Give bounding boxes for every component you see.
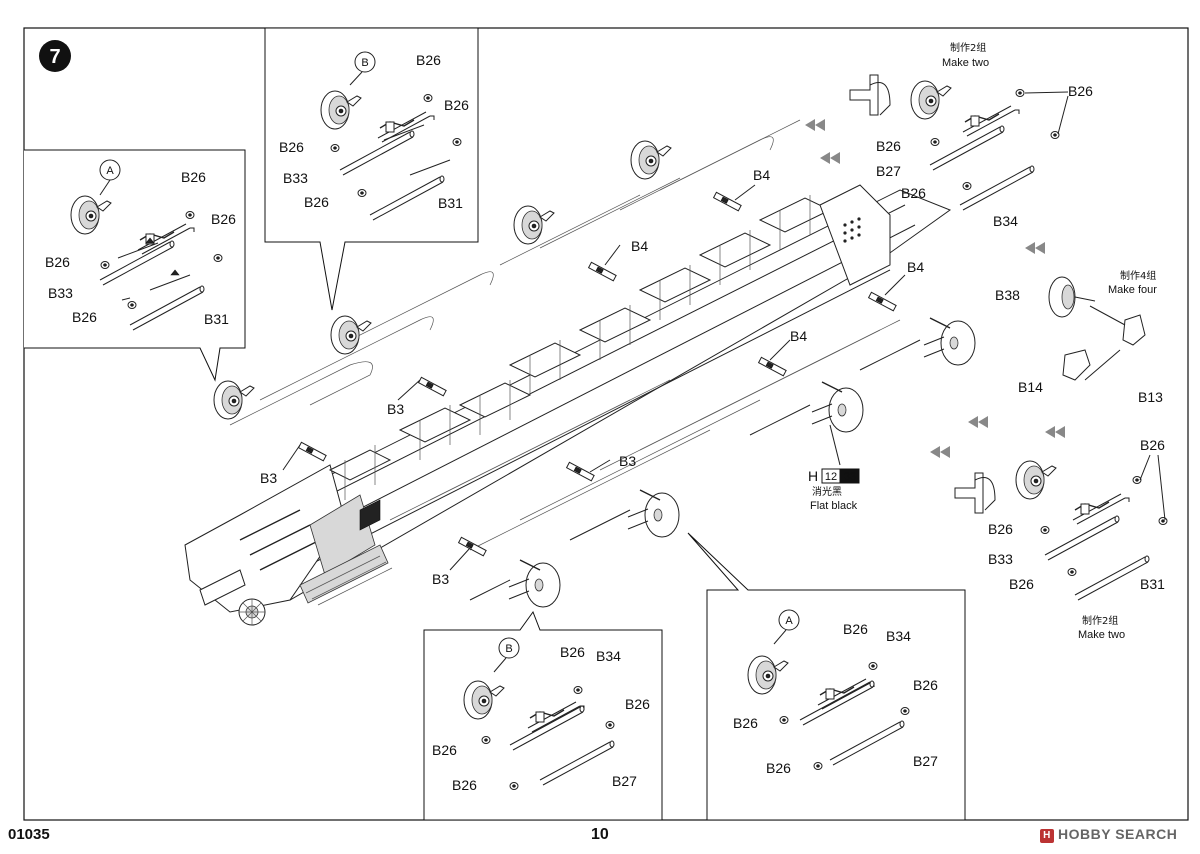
part-label-h: H bbox=[808, 468, 818, 484]
part-label-b14: B14 bbox=[1018, 379, 1043, 395]
part-label-b31: B31 bbox=[438, 195, 463, 211]
part-label-b13: B13 bbox=[1138, 389, 1163, 405]
part-label-b26: B26 bbox=[988, 521, 1013, 537]
part-label-b26: B26 bbox=[72, 309, 97, 325]
subassembly-make-two-top bbox=[805, 74, 1069, 211]
step-number: 7 bbox=[49, 46, 60, 68]
part-label-b26: B26 bbox=[452, 777, 477, 793]
part-label-b33: B33 bbox=[283, 170, 308, 186]
part-label-b27: B27 bbox=[612, 773, 637, 789]
part-label-b26: B26 bbox=[444, 97, 469, 113]
label-b4-a: B4 bbox=[631, 238, 648, 254]
chassis-assembly bbox=[184, 119, 976, 626]
part-label-b33: B33 bbox=[988, 551, 1013, 567]
label-b4-b: B4 bbox=[753, 167, 770, 183]
part-label-b31: B31 bbox=[1140, 576, 1165, 592]
part-label-flat black: Flat black bbox=[810, 500, 858, 512]
part-label-a: A bbox=[106, 165, 114, 177]
label-b3-right: B3 bbox=[619, 453, 636, 469]
part-label-b26: B26 bbox=[432, 742, 457, 758]
part-label-make two: Make two bbox=[942, 57, 989, 69]
label-b3-bottom: B3 bbox=[432, 571, 449, 587]
paint-callout: H 12 33 消光黑 Flat black bbox=[808, 424, 860, 512]
part-label-b26: B26 bbox=[181, 169, 206, 185]
part-label-b27: B27 bbox=[876, 163, 901, 179]
watermark-icon: H bbox=[1040, 829, 1054, 843]
part-label-b26: B26 bbox=[304, 194, 329, 210]
part-label-33: 33 bbox=[844, 471, 856, 483]
part-label-b: B bbox=[505, 643, 512, 655]
part-label-make two: Make two bbox=[1078, 629, 1125, 641]
part-label-b34: B34 bbox=[886, 628, 911, 644]
part-label-b26: B26 bbox=[45, 254, 70, 270]
subassembly-make-four bbox=[930, 242, 1146, 458]
part-label-b26: B26 bbox=[733, 715, 758, 731]
part-label-b26: B26 bbox=[901, 185, 926, 201]
part-label-制作2组: 制作2组 bbox=[950, 41, 986, 54]
part-label-b31: B31 bbox=[204, 311, 229, 327]
part-label-b26: B26 bbox=[766, 760, 791, 776]
part-label-b34: B34 bbox=[993, 213, 1018, 229]
part-label-a: A bbox=[785, 615, 793, 627]
part-label-b26: B26 bbox=[1009, 576, 1034, 592]
part-label-b38: B38 bbox=[995, 287, 1020, 303]
part-label-b26: B26 bbox=[843, 621, 868, 637]
part-label-b26: B26 bbox=[913, 677, 938, 693]
part-label-b26: B26 bbox=[1140, 437, 1165, 453]
part-label-b34: B34 bbox=[596, 648, 621, 664]
subassembly-make-two-bottom bbox=[954, 454, 1168, 601]
label-b4-c: B4 bbox=[907, 259, 924, 275]
inset-box-a-bottom: A bbox=[687, 532, 966, 821]
part-label-制作4组: 制作4组 bbox=[1120, 269, 1156, 282]
inset-box-b-bottom: B bbox=[423, 610, 663, 821]
part-label-b26: B26 bbox=[560, 644, 585, 660]
product-code: 01035 bbox=[8, 826, 50, 843]
part-label-制作2组: 制作2组 bbox=[1082, 614, 1118, 627]
part-label-b: B bbox=[361, 57, 368, 69]
part-label-b27: B27 bbox=[913, 753, 938, 769]
part-label-12: 12 bbox=[825, 471, 837, 483]
part-label-b26: B26 bbox=[416, 52, 441, 68]
part-label-b26: B26 bbox=[876, 138, 901, 154]
inset-box-a-left: A bbox=[24, 149, 246, 382]
part-label-b26: B26 bbox=[211, 211, 236, 227]
inset-box-b-top: B bbox=[264, 27, 479, 311]
label-b3-front: B3 bbox=[260, 470, 277, 486]
part-label-b26: B26 bbox=[625, 696, 650, 712]
label-b3-mid: B3 bbox=[387, 401, 404, 417]
step-badge: 7 bbox=[39, 40, 71, 72]
part-label-b33: B33 bbox=[48, 285, 73, 301]
part-label-消光黑: 消光黑 bbox=[812, 485, 842, 498]
part-label-make four: Make four bbox=[1108, 284, 1157, 296]
label-b4-d: B4 bbox=[790, 328, 807, 344]
page-number: 10 bbox=[591, 826, 609, 843]
part-label-b26: B26 bbox=[1068, 83, 1093, 99]
part-label-b26: B26 bbox=[279, 139, 304, 155]
